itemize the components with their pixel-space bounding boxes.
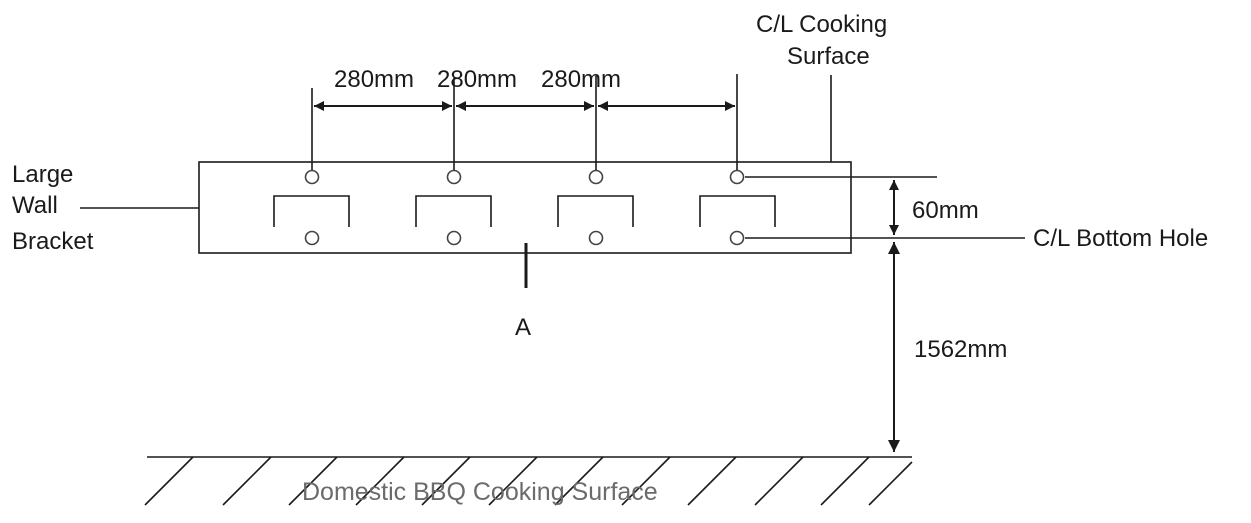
- bottom-hole-1: [304, 230, 320, 246]
- hole-gap-label: 60mm: [912, 197, 979, 224]
- spacing-label-3: 280mm: [541, 66, 621, 93]
- hook-bracket-1: [273, 195, 350, 227]
- cl-bottom-hole-label: C/L Bottom Hole: [1033, 225, 1208, 252]
- hook-bracket-2: [415, 195, 492, 227]
- top-hole-4: [729, 169, 745, 185]
- wall-bracket-plate: [198, 161, 852, 254]
- bottom-hole-4: [729, 230, 745, 246]
- bracket-label-line1: Large: [12, 161, 73, 188]
- bracket-label-line3: Bracket: [12, 228, 94, 255]
- bracket-label-line2: Wall: [12, 192, 58, 219]
- spacing-label-1: 280mm: [334, 66, 414, 93]
- hook-bracket-3: [557, 195, 634, 227]
- height-label: 1562mm: [914, 336, 1007, 363]
- cl-cooking-label-line1: C/L Cooking: [756, 11, 887, 38]
- cl-cooking-label-line2: Surface: [787, 43, 870, 70]
- cooking-surface-label: Domestic BBQ Cooking Surface: [302, 478, 658, 506]
- top-hole-3: [588, 169, 604, 185]
- top-hole-2: [446, 169, 462, 185]
- bottom-hole-3: [588, 230, 604, 246]
- spacing-label-2: 280mm: [437, 66, 517, 93]
- hook-bracket-4: [699, 195, 776, 227]
- top-hole-1: [304, 169, 320, 185]
- section-marker-label: A: [515, 314, 531, 341]
- surface-hatching: [144, 456, 913, 506]
- bottom-hole-2: [446, 230, 462, 246]
